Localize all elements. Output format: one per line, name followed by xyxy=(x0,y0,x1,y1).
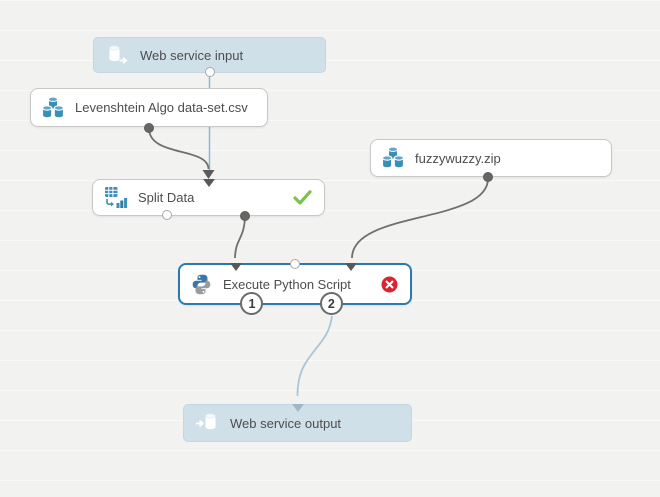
module-web-service-input[interactable]: Web service input xyxy=(93,37,326,77)
module-web-service-output[interactable]: Web service output xyxy=(183,404,412,442)
python-icon xyxy=(190,273,213,296)
module-label: Execute Python Script xyxy=(223,276,351,292)
module-label: Levenshtein Algo data-set.csv xyxy=(75,100,248,115)
output-port-2[interactable] xyxy=(239,211,250,221)
cylinder-arrow-in-icon xyxy=(194,411,220,435)
output-port[interactable] xyxy=(204,67,215,77)
input-port-2[interactable] xyxy=(290,259,300,269)
cylinder-arrow-out-icon xyxy=(104,43,130,67)
error-icon[interactable] xyxy=(381,276,398,293)
output-port-2[interactable]: 2 xyxy=(319,292,343,315)
module-label: Web service output xyxy=(230,415,342,431)
module-fuzzywuzzy-zip[interactable]: fuzzywuzzy.zip xyxy=(370,139,612,182)
connection-python-to-output[interactable] xyxy=(296,315,333,397)
module-dataset-csv[interactable]: Levenshtein Algo data-set.csv xyxy=(30,88,268,133)
connection-zip-to-python[interactable] xyxy=(351,177,489,259)
output-port-1[interactable] xyxy=(161,210,172,220)
output-port[interactable] xyxy=(483,172,494,182)
module-label: Split Data xyxy=(138,190,195,205)
arrowhead-split-input xyxy=(202,170,215,179)
connection-split-to-python[interactable] xyxy=(234,216,246,259)
module-execute-python-script[interactable]: Execute Python Script 1 2 xyxy=(178,259,412,315)
output-port-1[interactable]: 1 xyxy=(240,292,264,315)
split-data-icon xyxy=(103,186,128,209)
module-split-data[interactable]: Split Data xyxy=(92,179,325,221)
input-arrow xyxy=(202,179,215,187)
connection-dataset-to-split[interactable] xyxy=(148,128,210,170)
input-arrow-3 xyxy=(345,263,358,271)
input-arrow xyxy=(291,404,304,412)
input-arrow-1 xyxy=(230,263,243,271)
output-port[interactable] xyxy=(144,123,154,133)
output-port-2-label: 2 xyxy=(327,296,335,311)
dataset-icon xyxy=(41,96,65,120)
success-check-icon xyxy=(293,190,312,205)
module-label: Web service input xyxy=(140,47,244,63)
dataset-icon xyxy=(381,146,405,170)
output-port-1-label: 1 xyxy=(248,296,256,311)
module-label: fuzzywuzzy.zip xyxy=(415,150,501,166)
